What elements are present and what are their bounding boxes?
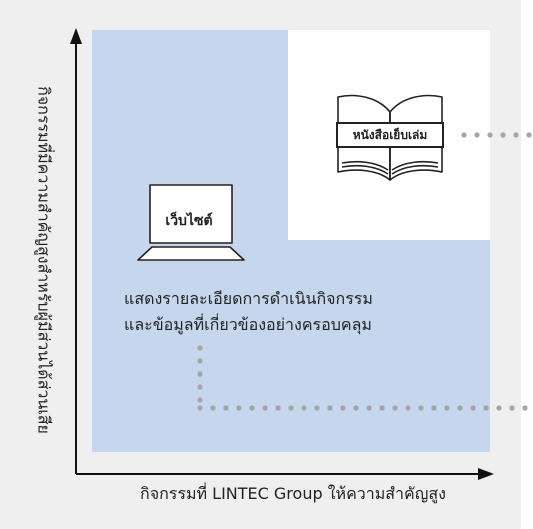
x-axis-label: กิจกรรมที่ LINTEC Group ให้ความสำคัญสูง [140, 484, 446, 503]
description-line: แสดงรายละเอียดการดำเนินกิจกรรม [124, 289, 373, 308]
website-description: แสดงรายละเอียดการดำเนินกิจกรรม และข้อมูล… [124, 286, 464, 338]
y-axis-arrow [70, 28, 82, 44]
website-label: เว็บไซต์ [165, 213, 213, 229]
book-dotted-connector [461, 132, 532, 138]
description-line: และข้อมูลที่เกี่ยวข้องอย่างครอบคลุม [124, 315, 372, 334]
website-dotted-connector [197, 345, 528, 411]
laptop-icon [137, 184, 245, 261]
book-label: หนังสือเย็บเล่ม [336, 122, 444, 148]
x-axis-arrow [478, 468, 494, 480]
y-axis-label: กิจกรรมที่มีความสำคัญสูงสำหรับผู้มีส่วนไ… [34, 86, 54, 434]
